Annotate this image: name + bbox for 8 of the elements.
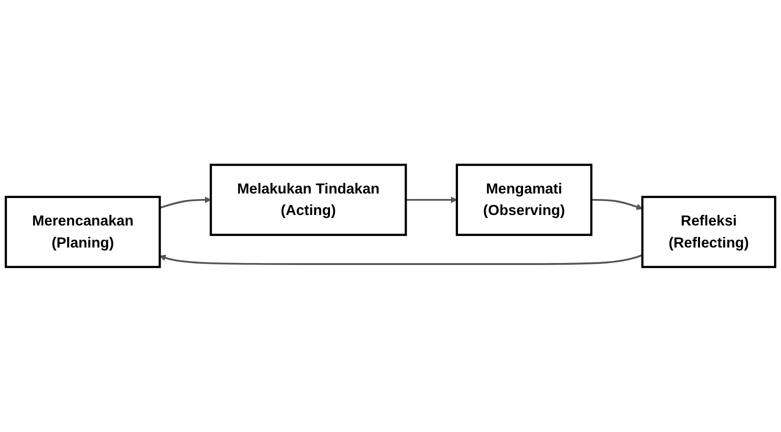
arrow bbox=[159, 196, 212, 209]
node-box: Merencanakan (Planing) bbox=[4, 196, 161, 268]
arrow bbox=[591, 199, 643, 210]
arrow bbox=[406, 196, 458, 204]
node-box: Mengamati (Observing) bbox=[456, 164, 592, 236]
node-box: Melakukan Tindakan (Acting) bbox=[210, 164, 407, 236]
arrow bbox=[159, 254, 643, 266]
node-box: Refleksi (Reflecting) bbox=[641, 196, 776, 268]
